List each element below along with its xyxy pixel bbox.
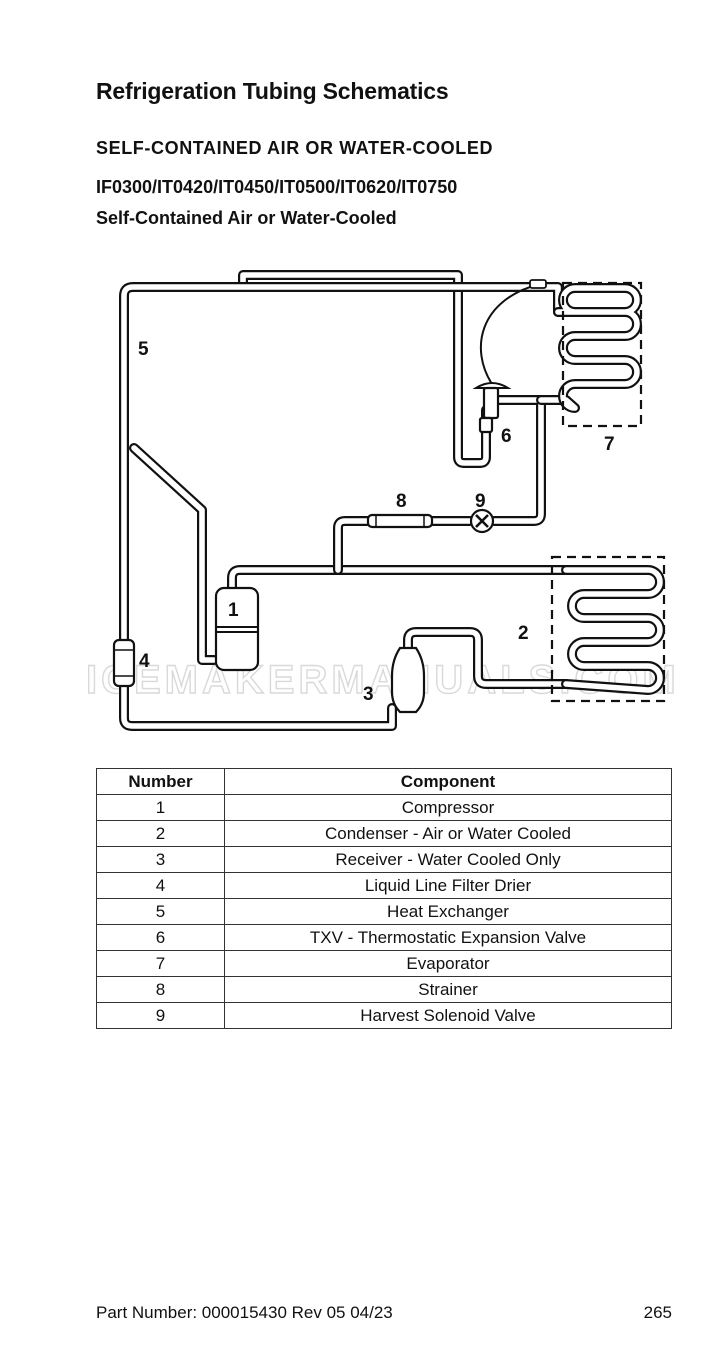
row-component: Receiver - Water Cooled Only xyxy=(224,846,672,873)
column-header-component: Component xyxy=(224,768,672,795)
page-title: Refrigeration Tubing Schematics xyxy=(96,78,449,104)
table-row: 5 Heat Exchanger xyxy=(96,898,672,925)
row-number: 5 xyxy=(96,898,225,925)
row-component: Strainer xyxy=(224,976,672,1003)
strainer xyxy=(366,513,434,529)
row-component: Condenser - Air or Water Cooled xyxy=(224,820,672,847)
model-subtitle: Self-Contained Air or Water-Cooled xyxy=(96,208,397,228)
column-header-number: Number xyxy=(96,768,225,795)
callout-5: 5 xyxy=(138,339,149,360)
txv-sensing-bulb xyxy=(529,279,547,289)
compressor xyxy=(214,586,260,672)
row-component: Harvest Solenoid Valve xyxy=(224,1002,672,1029)
table-row: 7 Evaporator xyxy=(96,950,672,977)
table-row: 8 Strainer xyxy=(96,976,672,1003)
callout-8: 8 xyxy=(396,491,407,512)
row-component: Compressor xyxy=(224,794,672,821)
row-component: Heat Exchanger xyxy=(224,898,672,925)
callout-2: 2 xyxy=(518,623,529,644)
receiver xyxy=(390,646,426,714)
txv-sensing-bulb-line xyxy=(479,283,541,385)
table-row: 4 Liquid Line Filter Drier xyxy=(96,872,672,899)
solenoid-valve xyxy=(469,508,495,534)
row-number: 1 xyxy=(96,794,225,821)
table-row: 9 Harvest Solenoid Valve xyxy=(96,1002,672,1029)
row-number: 8 xyxy=(96,976,225,1003)
row-number: 6 xyxy=(96,924,225,951)
row-component: TXV - Thermostatic Expansion Valve xyxy=(224,924,672,951)
footer-part-number: Part Number: 000015430 Rev 05 04/23 xyxy=(96,1303,393,1322)
row-number: 9 xyxy=(96,1002,225,1029)
section-heading: SELF-CONTAINED AIR OR WATER-COOLED xyxy=(96,138,494,158)
table-row: 2 Condenser - Air or Water Cooled xyxy=(96,820,672,847)
row-number: 4 xyxy=(96,872,225,899)
table-row: 1 Compressor xyxy=(96,794,672,821)
callout-9: 9 xyxy=(475,491,486,512)
callout-3: 3 xyxy=(363,684,374,705)
row-number: 7 xyxy=(96,950,225,977)
callout-4: 4 xyxy=(139,651,150,672)
row-component: Liquid Line Filter Drier xyxy=(224,872,672,899)
row-component: Evaporator xyxy=(224,950,672,977)
callout-6: 6 xyxy=(501,426,512,447)
footer-page-number: 265 xyxy=(643,1303,672,1322)
filter-drier xyxy=(112,638,136,688)
evaporator-coil xyxy=(553,281,643,428)
callout-numbers: 1 2 3 4 5 6 7 8 9 xyxy=(138,339,615,705)
condenser-coil xyxy=(550,555,666,703)
row-number: 3 xyxy=(96,846,225,873)
callout-1: 1 xyxy=(228,600,239,621)
refrigeration-schematic: .pipe { fill: none; stroke: #111; stroke… xyxy=(85,270,676,731)
table-header-row: Number Component xyxy=(96,768,672,795)
callout-7: 7 xyxy=(604,434,615,455)
table-row: 6 TXV - Thermostatic Expansion Valve xyxy=(96,924,672,951)
model-list: IF0300/IT0420/IT0450/IT0500/IT0620/IT075… xyxy=(96,177,458,197)
table-row: 3 Receiver - Water Cooled Only xyxy=(96,846,672,873)
component-legend-table: Number Component 1 Compressor 2 Condense… xyxy=(96,768,672,1029)
row-number: 2 xyxy=(96,820,225,847)
txv-valve xyxy=(472,382,512,434)
